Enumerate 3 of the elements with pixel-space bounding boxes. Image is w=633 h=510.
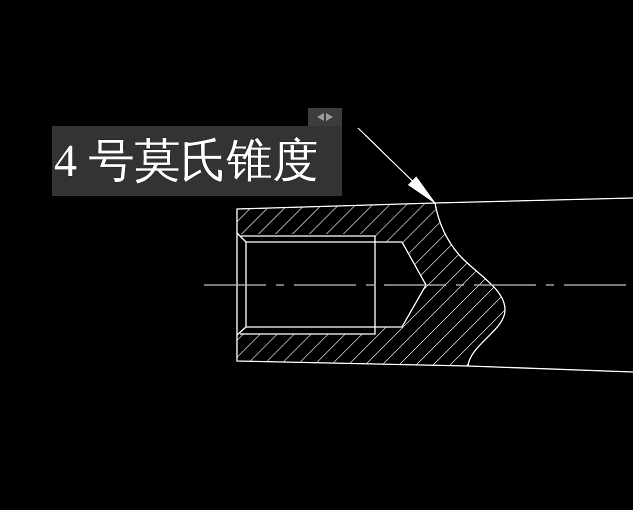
leader-line: [358, 128, 436, 204]
part-section-drawing: [204, 197, 633, 373]
callout-label: 4 号莫氏锥度: [52, 126, 342, 196]
